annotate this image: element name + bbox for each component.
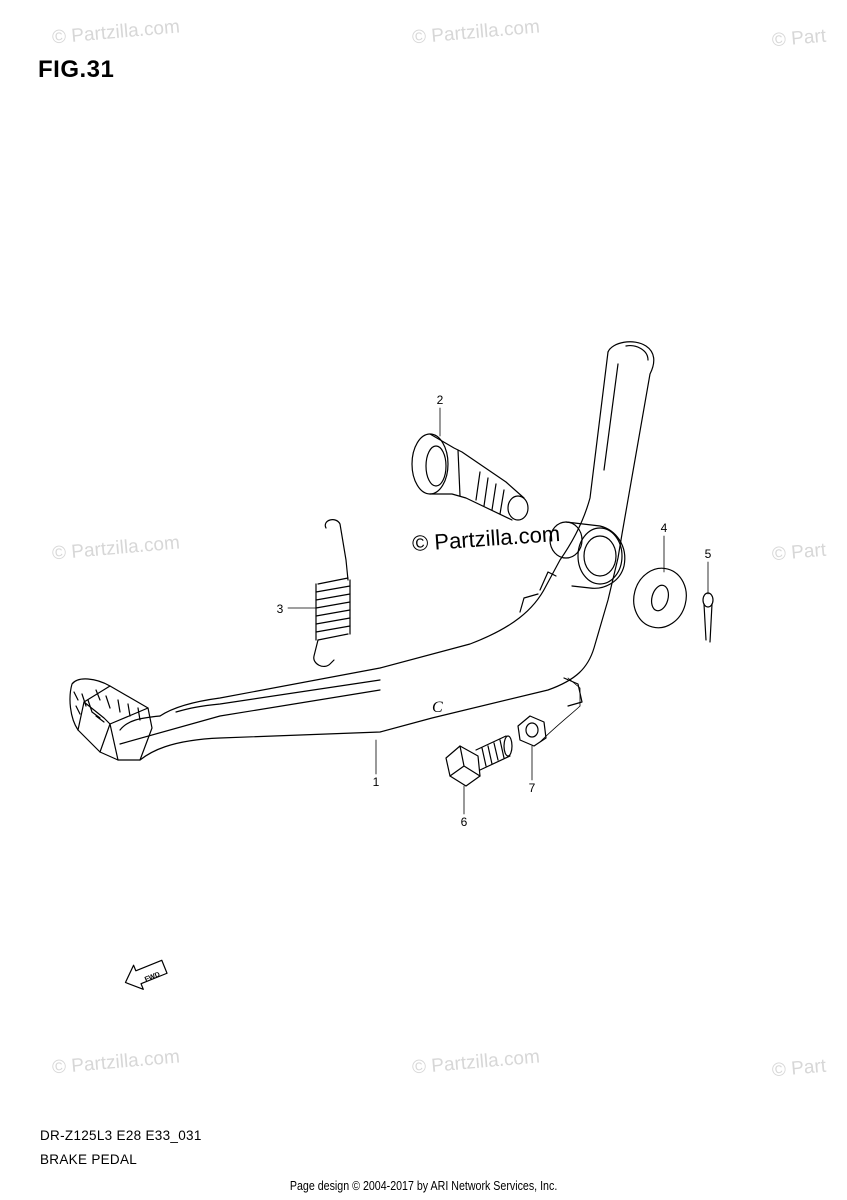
figure-title: FIG.31	[38, 56, 115, 83]
pivot-shaft	[411, 433, 529, 521]
model-code: DR-Z125L3 E28 E33_031	[40, 1128, 202, 1143]
callout-7: 7	[529, 781, 536, 795]
callout-1: 1	[373, 775, 380, 789]
diagram-caption: BRAKE PEDAL	[40, 1152, 138, 1167]
washer	[633, 567, 687, 629]
nut	[517, 715, 547, 747]
bolt	[445, 735, 513, 787]
page-footer: Page design © 2004-2017 by ARI Network S…	[289, 1178, 558, 1193]
callout-6: 6	[461, 815, 468, 829]
callout-4: 4	[661, 521, 668, 535]
leader-lines	[287, 407, 709, 815]
fwd-arrow-icon	[124, 959, 168, 990]
callout-3: 3	[277, 602, 284, 616]
return-spring	[313, 519, 351, 668]
part-mark: C	[432, 699, 443, 716]
cotter-pin	[702, 592, 714, 643]
callout-5: 5	[705, 547, 712, 561]
callout-2: 2	[437, 393, 444, 407]
brake-pedal-arm	[69, 341, 655, 761]
